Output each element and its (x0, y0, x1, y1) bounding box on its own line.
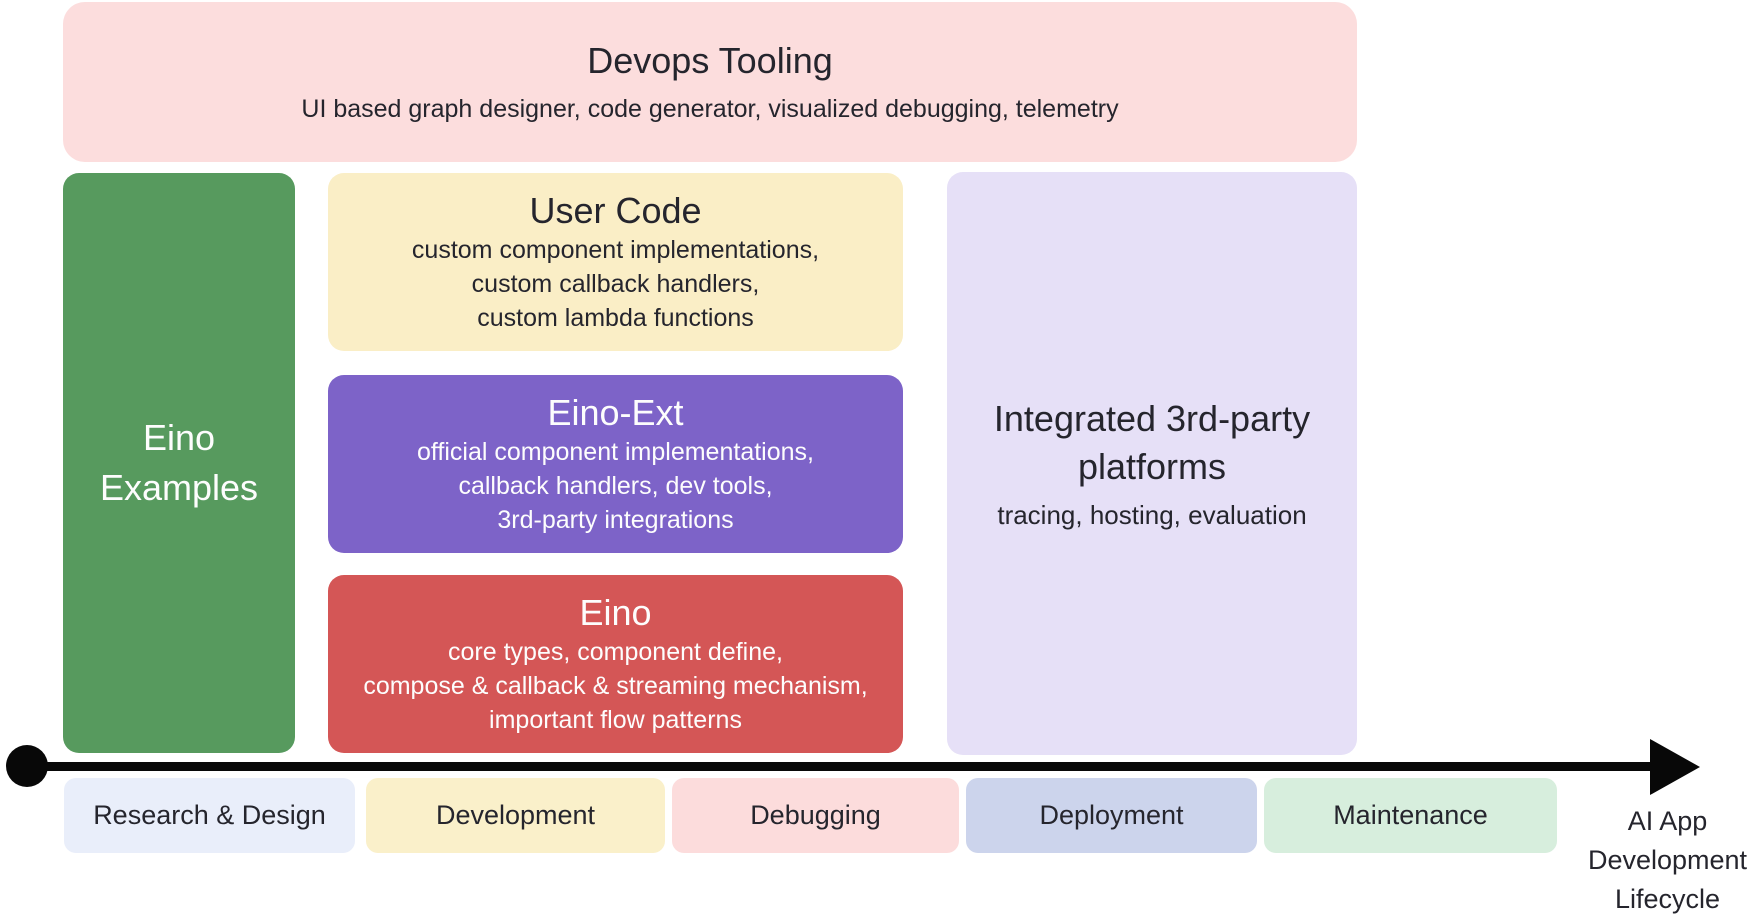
stage-research-design-label: Research & Design (93, 800, 326, 830)
stage-debugging-label: Debugging (750, 800, 881, 830)
eino-core-line: compose & callback & streaming mechanism… (363, 672, 868, 700)
user-code-line: custom component implementations, (411, 236, 820, 264)
user-code-line: custom lambda functions (477, 304, 754, 332)
devops-tooling-box: Devops Tooling UI based graph designer, … (63, 2, 1357, 162)
eino-core-box: Eino core types, component define, compo… (328, 575, 903, 753)
stage-research-design: Research & Design (64, 778, 355, 853)
lifecycle-axis-label-line: Lifecycle (1614, 884, 1721, 914)
eino-examples-box: Eino Examples (63, 173, 295, 753)
eino-core-title: Eino (579, 592, 652, 633)
timeline-arrowhead-icon (1650, 739, 1700, 795)
stage-deployment-label: Deployment (1039, 800, 1184, 830)
stage-development-label: Development (435, 800, 596, 830)
third-party-platforms-subtitle: tracing, hosting, evaluation (997, 499, 1307, 530)
user-code-line: custom callback handlers, (471, 270, 760, 298)
stage-debugging: Debugging (672, 778, 959, 853)
third-party-platforms-box: Integrated 3rd-party platforms tracing, … (947, 172, 1357, 755)
third-party-platforms-title: Integrated 3rd-party platforms (993, 397, 1311, 487)
stage-development: Development (366, 778, 665, 853)
eino-ext-line: official component implementations, (417, 438, 814, 466)
eino-core-line: important flow patterns (489, 706, 742, 734)
eino-ext-title: Eino-Ext (547, 392, 684, 433)
devops-tooling-title: Devops Tooling (587, 40, 833, 81)
eino-examples-title: Eino Examples (99, 417, 259, 508)
eino-ext-box: Eino-Ext official component implementati… (328, 375, 903, 553)
stage-deployment: Deployment (966, 778, 1257, 853)
lifecycle-axis-label: AI App Development Lifecycle (1565, 802, 1760, 919)
lifecycle-axis-label-line: AI App (1627, 806, 1708, 836)
timeline-start-dot (6, 745, 48, 787)
timeline-axis-line (27, 762, 1655, 771)
user-code-box: User Code custom component implementatio… (328, 173, 903, 351)
stage-maintenance: Maintenance (1264, 778, 1557, 853)
stage-maintenance-label: Maintenance (1333, 800, 1488, 830)
user-code-title: User Code (529, 190, 702, 231)
eino-core-line: core types, component define, (448, 638, 783, 666)
eino-ext-line: callback handlers, dev tools, (458, 472, 773, 500)
lifecycle-axis-label-line: Development (1587, 845, 1748, 875)
eino-ext-line: 3rd-party integrations (497, 506, 734, 534)
devops-tooling-subtitle: UI based graph designer, code generator,… (301, 95, 1119, 123)
